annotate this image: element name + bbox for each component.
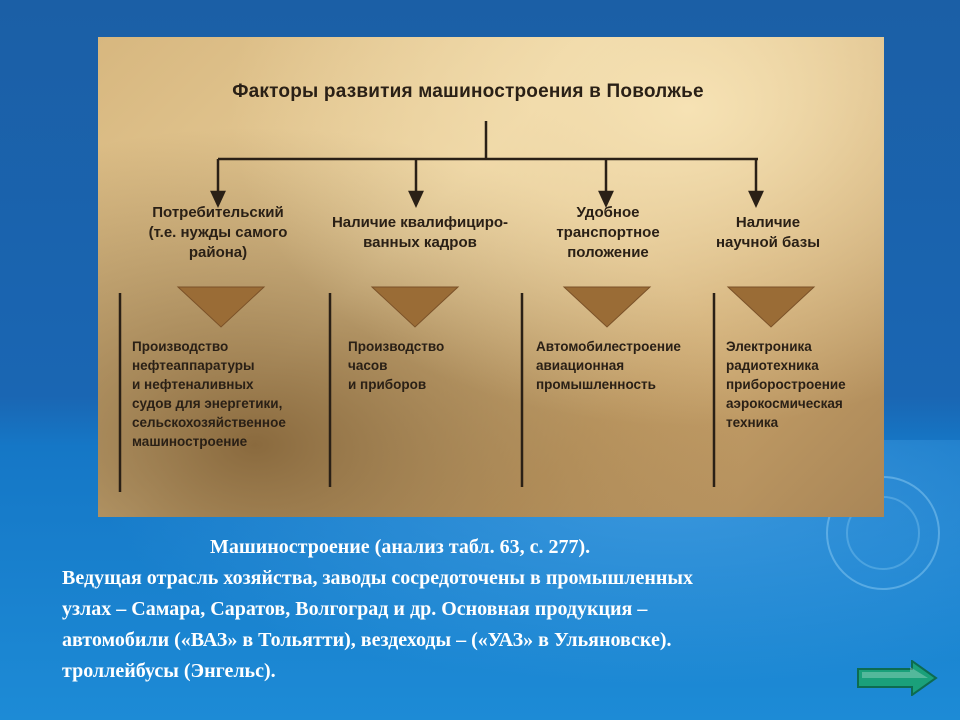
diagram-connectors [118,121,816,492]
caption-line: автомобили («ВАЗ» в Тольятти), вездеходы… [62,629,672,651]
arrow-right-icon [857,660,938,696]
factor-line: ванных кадров [363,234,477,251]
product-line: Производство [348,339,445,354]
product-line: авиационная [536,358,625,373]
diagram-title: Факторы развития машиностроения в Поволж… [232,81,704,102]
factor-line: (т.е. нужды самого [148,224,288,241]
product-line: радиотехника [726,358,819,373]
branch-arrow-1 [210,190,226,208]
products-transport: Автомобилестроение авиационная промышлен… [536,337,681,394]
caption-line: узлах – Самара, Саратов, Волгоград и др.… [62,598,648,620]
product-line: часов [348,358,388,373]
factor-line: Удобное [576,204,640,221]
factor-qualified-staff: Наличие квалифициро- ванных кадров [320,213,520,253]
product-line: Производство [132,339,229,354]
branch-arrow-2 [408,190,424,208]
product-line: нефтеаппаратуры [132,358,255,373]
factor-line: Наличие квалифициро- [331,214,509,231]
product-line: и приборов [348,377,427,392]
factor-line: района) [188,244,248,261]
big-arrow-1 [176,286,266,328]
factor-consumer: Потребительский (т.е. нужды самого район… [128,203,308,263]
factor-line: Потребительский [152,204,284,221]
factor-line: научной базы [715,234,821,251]
big-arrow-2 [370,286,460,328]
products-science: Электроника радиотехника приборостроение… [726,337,846,432]
product-line: Автомобилестроение [536,339,681,354]
product-line: аэрокосмическая [726,396,843,411]
branch-arrow-4 [748,190,764,208]
product-line: и нефтеналивных [132,377,254,392]
product-line: судов для энергетики, [132,396,283,411]
factor-line: Наличие [735,214,801,231]
products-qualified-staff: Производство часов и приборов [348,337,444,394]
product-line: техника [726,415,779,430]
big-arrow-4 [726,286,816,328]
branch-arrow-3 [598,190,614,208]
next-slide-button[interactable] [856,660,938,696]
caption-heading: Машиностроение (анализ табл. 63, с. 277)… [210,536,591,558]
product-line: машиностроение [132,434,248,449]
factor-line: положение [567,244,649,261]
factor-science: Наличие научной базы [698,213,838,253]
product-line: сельскохозяйственное [132,415,286,430]
factor-line: транспортное [556,224,660,241]
diagram-panel: Факторы развития машиностроения в Поволж… [98,37,884,517]
product-line: Электроника [726,339,812,354]
products-consumer: Производство нефтеаппаратуры и нефтенали… [132,337,286,451]
caption-line: троллейбусы (Энгельс). [62,660,276,682]
product-line: приборостроение [726,377,846,392]
factor-transport: Удобное транспортное положение [538,203,678,263]
big-arrow-3 [562,286,652,328]
slide-caption: Машиностроение (анализ табл. 63, с. 277)… [62,532,922,687]
caption-line: Ведущая отрасль хозяйства, заводы сосред… [62,567,693,589]
product-line: промышленность [536,377,656,392]
